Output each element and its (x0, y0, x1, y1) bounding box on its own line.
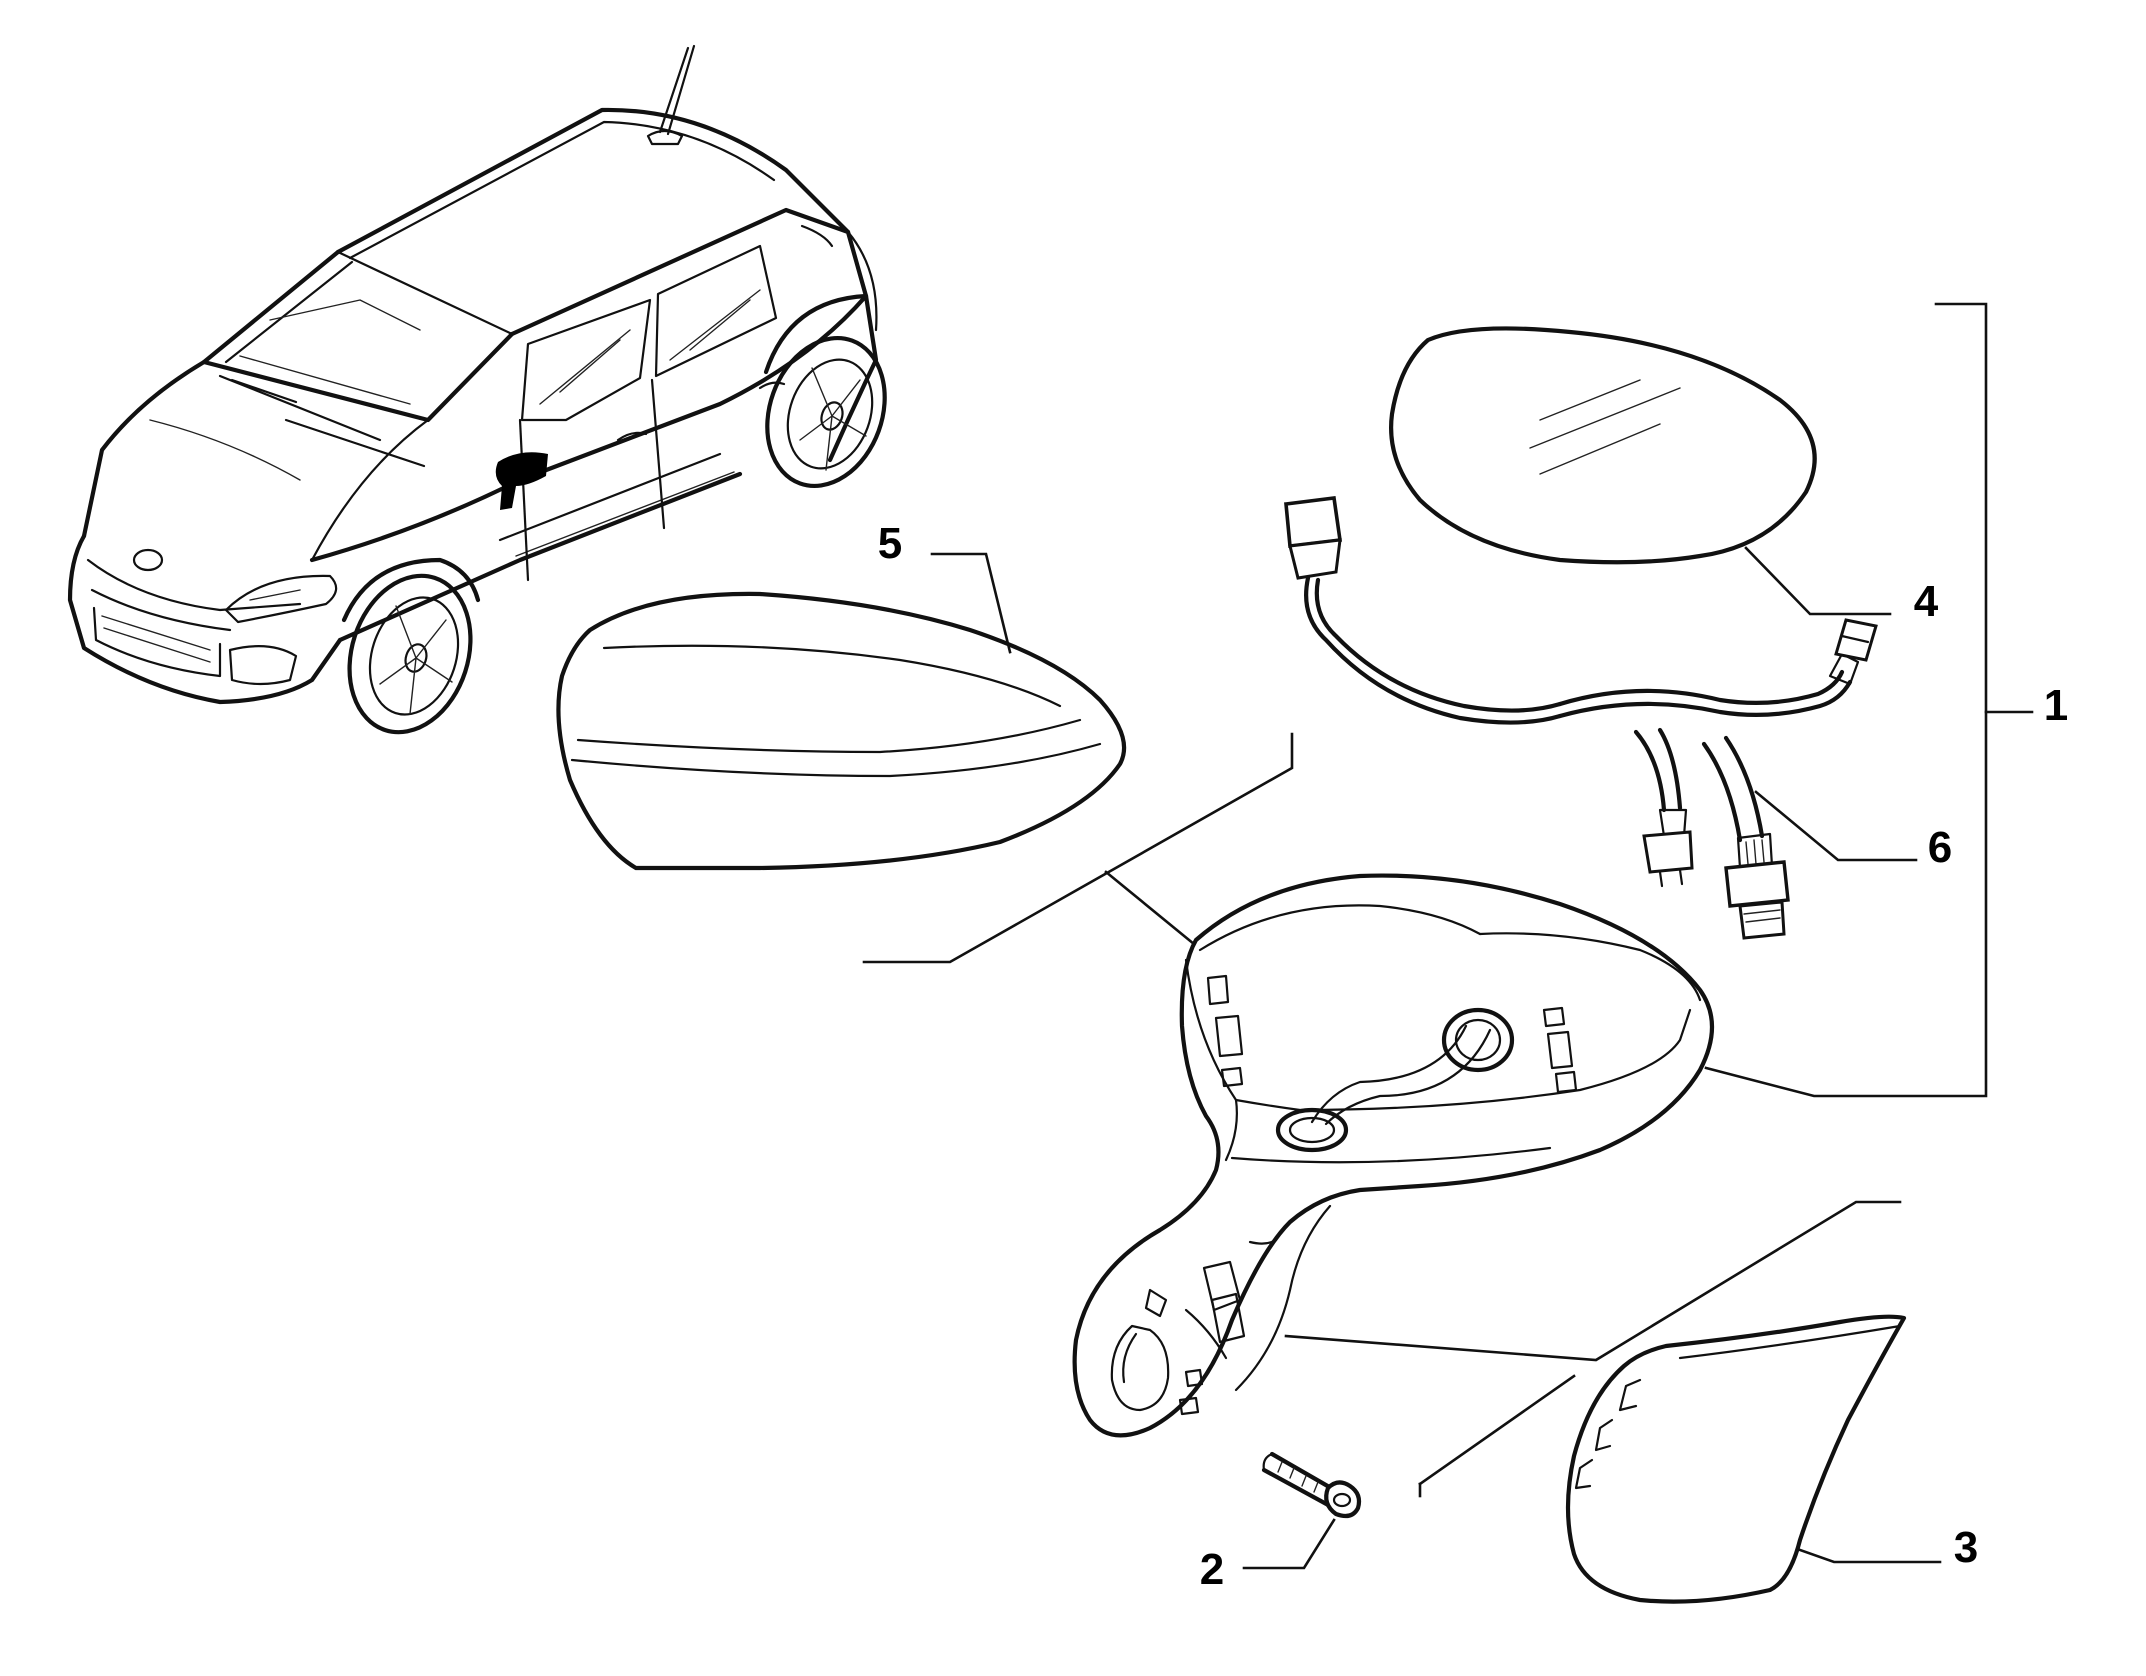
mirror-glass (1389, 326, 1817, 565)
mirror-cover (556, 591, 1127, 871)
wiring-harness (1284, 495, 1878, 940)
callout-2: 2 (1200, 1545, 1224, 1594)
leader-1-bracket (1704, 302, 1988, 1098)
leader-lines (862, 302, 2034, 1570)
leader-3 (1798, 1548, 1942, 1564)
mirror-location-marker (495, 452, 548, 510)
leader-2 (1242, 1518, 1336, 1570)
screw (1261, 1451, 1362, 1519)
callout-1: 1 (2044, 681, 2068, 730)
base-cover (1565, 1314, 1907, 1604)
leader-6 (1754, 790, 1918, 862)
car-illustration (67, 44, 887, 735)
rear-wheel (763, 293, 887, 489)
mirror-housing (1072, 873, 1715, 1438)
badge (132, 548, 164, 572)
callout-6: 6 (1928, 823, 1952, 872)
leader-5 (930, 552, 1012, 654)
callout-3: 3 (1954, 1523, 1978, 1572)
leader-group-lower (1284, 1200, 1902, 1362)
front-wheel (341, 557, 481, 735)
callout-5: 5 (878, 519, 902, 568)
leader-4 (1744, 546, 1892, 616)
leader-group-upper (862, 732, 1294, 964)
callout-4: 4 (1914, 577, 1939, 626)
